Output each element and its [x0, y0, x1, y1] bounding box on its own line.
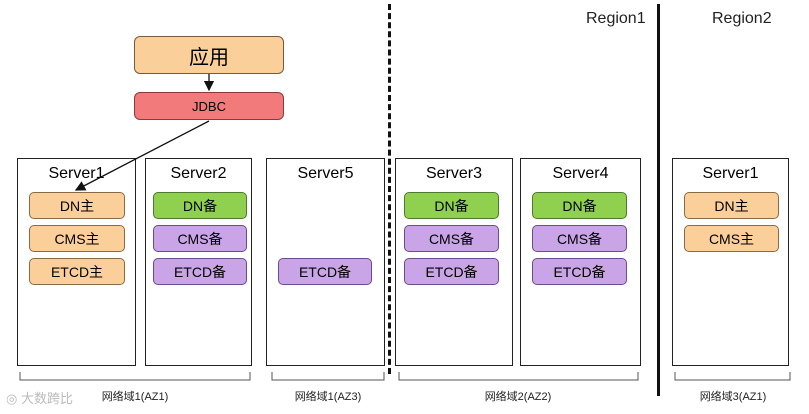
server-title: Server1	[48, 165, 105, 182]
cms-primary-block: CMS主	[29, 225, 125, 252]
etcd-standby-block: ETCD备	[404, 258, 499, 285]
zone-brace-az1	[19, 372, 251, 381]
etcd-standby-block: ETCD备	[278, 258, 372, 285]
region1-label: Region1	[586, 10, 646, 27]
az-divider-dashed	[388, 4, 391, 374]
server-card-server5: Server5 ETCD备	[266, 158, 385, 366]
server-title: Server3	[425, 165, 483, 182]
zone-brace-az3	[271, 372, 385, 381]
server-title: Server5	[297, 165, 354, 182]
cms-standby-block: CMS备	[404, 225, 499, 252]
server-title: Server4	[552, 165, 609, 182]
watermark-logo: ◎ 大数跨比	[6, 388, 73, 407]
etcd-standby-block: ETCD备	[532, 258, 627, 285]
server-card-server1-az3-region2: Server1 DN主 CMS主	[672, 158, 789, 366]
server-title: Server1	[702, 165, 759, 182]
zone-label-region2: 网络域3(AZ1)	[699, 391, 767, 403]
zone-brace-az2	[398, 372, 639, 381]
server-title: Server2	[170, 165, 227, 182]
zone-brace-region2	[674, 372, 791, 381]
server-card-server2: Server2 DN备 CMS备 ETCD备	[145, 158, 252, 366]
zone-label-az2: 网络域2(AZ2)	[484, 391, 552, 403]
etcd-standby-block: ETCD备	[153, 258, 247, 285]
dn-standby-block: DN备	[532, 192, 627, 219]
cms-standby-block: CMS备	[532, 225, 627, 252]
region-divider-solid	[657, 4, 660, 396]
cms-primary-block: CMS主	[684, 225, 779, 252]
server-card-server4: Server4 DN备 CMS备 ETCD备	[520, 158, 641, 366]
watermark-text: 大数跨比	[20, 391, 73, 406]
region2-label: Region2	[712, 10, 772, 27]
dn-standby-block: DN备	[153, 192, 247, 219]
dn-primary-block: DN主	[29, 192, 125, 219]
watermark-icon: ◎	[6, 391, 21, 406]
application-box: 应用	[134, 36, 284, 74]
etcd-primary-block: ETCD主	[29, 258, 125, 285]
server-card-server3: Server3 DN备 CMS备 ETCD备	[395, 158, 513, 366]
zone-label-az3: 网络域1(AZ3)	[294, 391, 362, 403]
dn-standby-block: DN备	[404, 192, 499, 219]
cms-standby-block: CMS备	[153, 225, 247, 252]
zone-label-az1: 网络域1(AZ1)	[101, 391, 169, 403]
dn-primary-block: DN主	[684, 192, 779, 219]
jdbc-box: JDBC	[134, 92, 284, 120]
server-card-server1-az1: Server1 DN主 CMS主 ETCD主	[17, 158, 136, 366]
